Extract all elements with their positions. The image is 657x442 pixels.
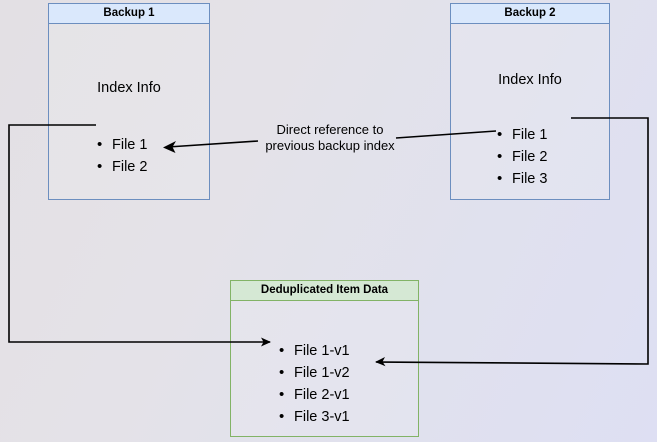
node-backup-2-section-label: Index Info: [498, 72, 562, 88]
node-backup-1[interactable]: Backup 1 Index Info File 1 File 2: [48, 3, 210, 200]
node-backup-2[interactable]: Backup 2 Index Info File 1 File 2 File 3: [450, 3, 610, 200]
node-backup-2-body: Index Info File 1 File 2 File 3: [451, 24, 609, 199]
node-dedup-title: Deduplicated Item Data: [231, 281, 418, 301]
node-backup-2-file-list: File 1 File 2 File 3: [497, 124, 547, 190]
list-item: File 1: [497, 124, 547, 146]
list-item: File 2: [497, 146, 547, 168]
list-item: File 3-v1: [279, 406, 350, 428]
node-backup-1-body: Index Info File 1 File 2: [49, 24, 209, 199]
node-backup-1-section-label: Index Info: [97, 80, 161, 96]
list-item: File 2: [97, 156, 147, 178]
node-deduplicated-item-data[interactable]: Deduplicated Item Data File 1-v1 File 1-…: [230, 280, 419, 437]
list-item: File 1-v2: [279, 362, 350, 384]
node-backup-1-title: Backup 1: [49, 4, 209, 24]
list-item: File 3: [497, 168, 547, 190]
node-backup-1-file-list: File 1 File 2: [97, 134, 147, 178]
node-dedup-body: File 1-v1 File 1-v2 File 2-v1 File 3-v1: [231, 301, 418, 436]
edge-label-direct-reference: Direct reference to previous backup inde…: [265, 122, 395, 153]
list-item: File 2-v1: [279, 384, 350, 406]
list-item: File 1: [97, 134, 147, 156]
node-dedup-file-list: File 1-v1 File 1-v2 File 2-v1 File 3-v1: [279, 340, 350, 428]
node-backup-2-title: Backup 2: [451, 4, 609, 24]
list-item: File 1-v1: [279, 340, 350, 362]
